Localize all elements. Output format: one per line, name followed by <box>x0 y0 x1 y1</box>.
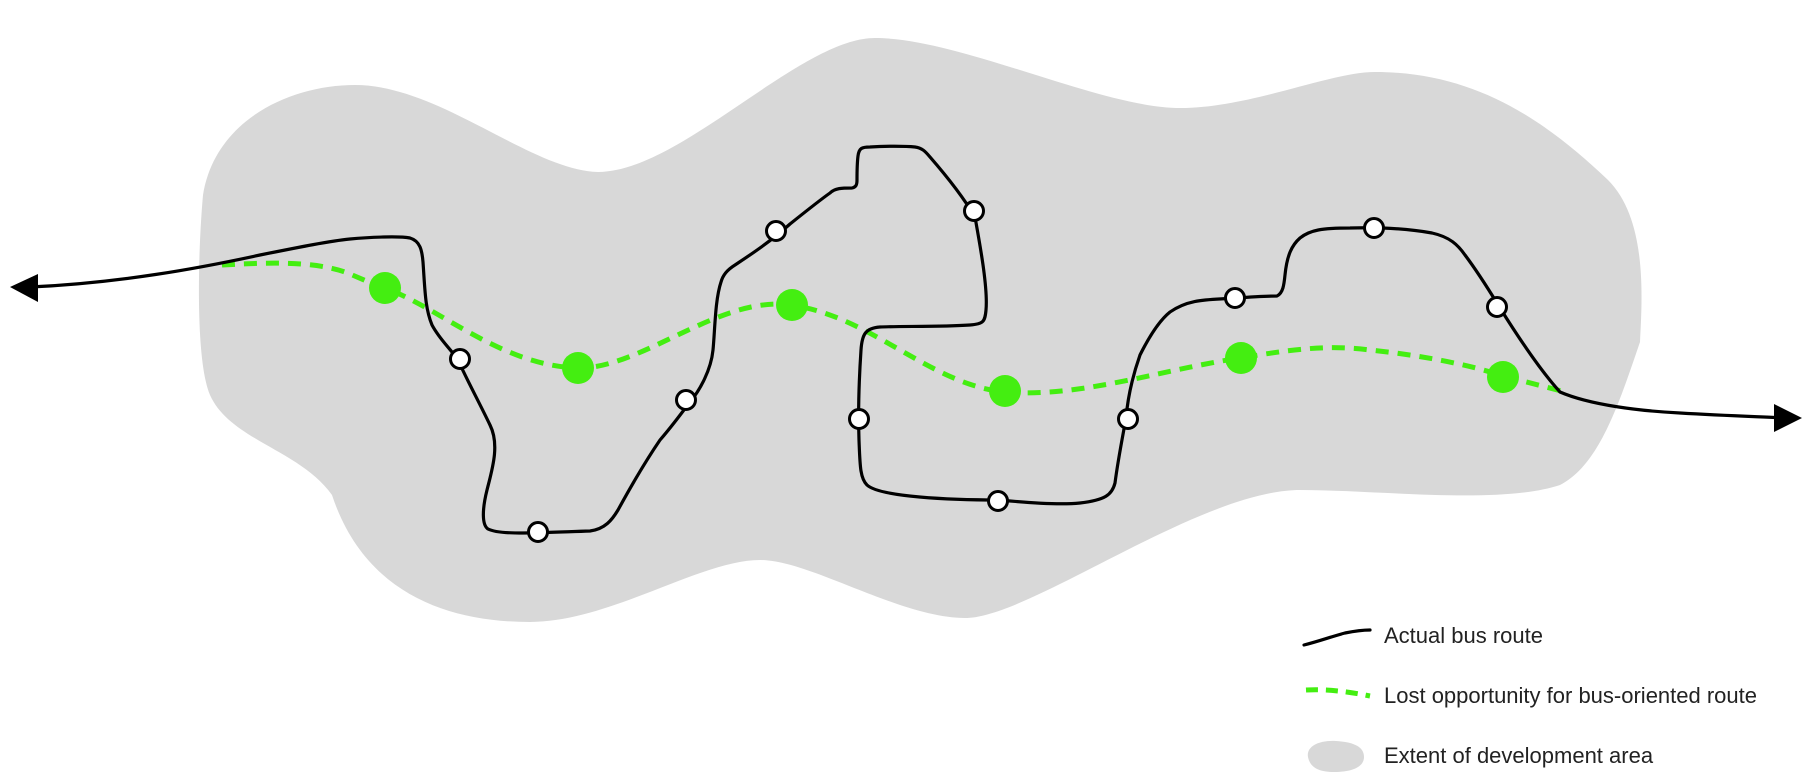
legend-label-actual-route: Actual bus route <box>1384 623 1543 648</box>
legend-item-lost-route: Lost opportunity for bus-oriented route <box>1300 670 1800 720</box>
lost-route-stop <box>1487 361 1519 393</box>
lost-route-stop <box>776 289 808 321</box>
actual-route-stop <box>527 521 549 543</box>
legend-lost-route-swatch <box>1305 687 1371 699</box>
actual-route-stop <box>449 348 471 370</box>
legend-actual-route-swatch <box>1302 628 1372 647</box>
lost-route-stop <box>369 272 401 304</box>
legend-label-lost-route: Lost opportunity for bus-oriented route <box>1384 683 1758 708</box>
lost-route-stop <box>1225 342 1257 374</box>
legend-development-area-swatch <box>1307 740 1364 772</box>
lost-route-stops <box>369 272 1519 407</box>
actual-route-stop <box>1363 217 1385 239</box>
actual-bus-route <box>28 144 1787 535</box>
actual-route-stop <box>1486 296 1508 318</box>
actual-route-stop <box>848 408 870 430</box>
legend-label-development-area: Extent of development area <box>1384 743 1654 768</box>
actual-route-stop <box>1224 287 1246 309</box>
legend-item-development-area: Extent of development area <box>1300 730 1800 780</box>
lost-route-stop <box>989 375 1021 407</box>
route-end-arrow-icon <box>1774 404 1802 432</box>
development-area <box>198 38 1642 622</box>
route-start-arrow-icon <box>10 274 38 302</box>
lost-route-stop <box>562 352 594 384</box>
actual-route-stop <box>675 389 697 411</box>
legend-item-actual-route: Actual bus route <box>1300 610 1800 660</box>
actual-route-stop <box>963 200 985 222</box>
actual-route-stop <box>987 490 1009 512</box>
actual-route-stop <box>765 220 787 242</box>
actual-route-stops <box>449 200 1508 543</box>
actual-route-stop <box>1117 408 1139 430</box>
